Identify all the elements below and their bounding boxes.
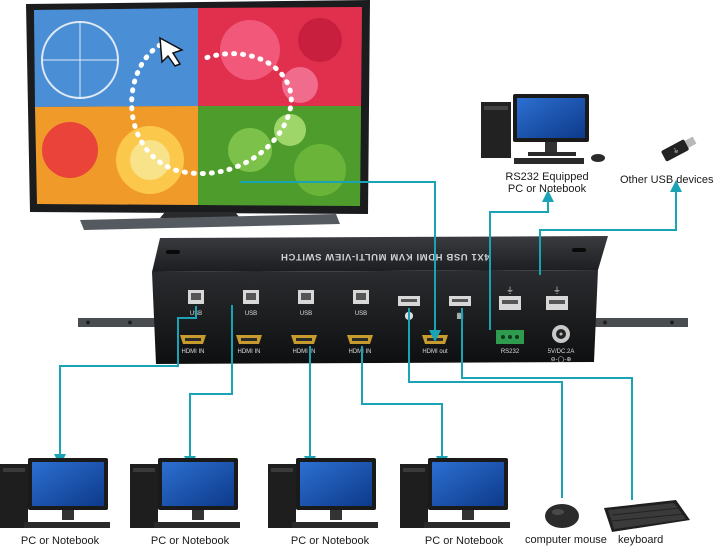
cable-pc1 bbox=[54, 306, 197, 466]
pc-label-1: PC or Notebook bbox=[20, 535, 100, 547]
device-title: 4X1 USB HDMI KVM MULTI-VIEW SWITCH bbox=[280, 251, 489, 262]
hdmi-in-port-1 bbox=[180, 335, 206, 344]
usb-a-port-extra-2 bbox=[546, 296, 568, 310]
kvm-switch-device bbox=[78, 236, 688, 364]
power-label: 5V/DC.2A bbox=[548, 349, 575, 355]
hdmi-in-port-4 bbox=[347, 335, 373, 344]
rs232-label: RS232 bbox=[501, 349, 520, 355]
usb-a-port-extra-1 bbox=[499, 296, 521, 310]
usb-port-label-3: USB bbox=[300, 311, 312, 317]
usb-b-port-4 bbox=[353, 290, 369, 304]
svg-text:⏚: ⏚ bbox=[671, 146, 681, 156]
usb-symbol-icon-2: ⏚ bbox=[553, 286, 561, 295]
tv-quadrant-ferris-wheel bbox=[34, 8, 198, 107]
dc-power-jack bbox=[552, 325, 570, 343]
hdmi-out-port bbox=[422, 335, 448, 344]
cable-keyboard bbox=[461, 308, 633, 500]
cursor-arrow-icon bbox=[159, 36, 184, 67]
computer-mouse-icon bbox=[545, 504, 579, 528]
pc-1 bbox=[0, 458, 110, 528]
other-usb-label: Other USB devices bbox=[620, 174, 714, 186]
pc-label-3: PC or Notebook bbox=[290, 535, 370, 547]
hdmi-in-label-4: HDMI IN bbox=[349, 349, 372, 355]
cable-other-usb bbox=[539, 180, 682, 275]
hdmi-in-label-1: HDMI IN bbox=[182, 349, 205, 355]
rs232-pc-label-line1: RS232 Equipped bbox=[505, 171, 589, 183]
hdmi-out-label: HDMI out bbox=[422, 349, 448, 355]
usb-b-port-3 bbox=[298, 290, 314, 304]
usb-stick-icon: ⏚ bbox=[661, 136, 697, 162]
rs232-pc-label-line2: PC or Notebook bbox=[507, 183, 587, 195]
rs232-pc bbox=[481, 94, 605, 164]
usb-a-port-mouse bbox=[398, 296, 420, 306]
cable-pc4 bbox=[361, 346, 448, 468]
usb-a-port-keyboard bbox=[449, 296, 471, 306]
cable-hdmi-out-to-tv bbox=[240, 181, 441, 342]
mouse-label: computer mouse bbox=[525, 534, 607, 546]
pc-3 bbox=[268, 458, 378, 528]
hdmi-in-port-2 bbox=[236, 335, 262, 344]
usb-port-label-4: USB bbox=[355, 311, 367, 317]
usb-symbol-icon-1: ⏚ bbox=[506, 286, 514, 295]
cables bbox=[54, 180, 682, 500]
left-mounting-bracket bbox=[78, 318, 160, 327]
usb-port-label-2: USB bbox=[245, 311, 257, 317]
hdmi-in-port-3 bbox=[291, 335, 317, 344]
cable-mouse bbox=[408, 308, 563, 498]
cable-rs232 bbox=[489, 190, 554, 330]
pc-2 bbox=[130, 458, 240, 528]
keyboard-label: keyboard bbox=[618, 534, 664, 546]
pc-label-4: PC or Notebook bbox=[424, 535, 504, 547]
rs232-terminal bbox=[496, 330, 524, 344]
usb-b-port-2 bbox=[243, 290, 259, 304]
pc-4 bbox=[400, 458, 510, 528]
cable-pc2 bbox=[184, 305, 233, 468]
pc-label-2: PC or Notebook bbox=[150, 535, 230, 547]
power-polarity-icon: ⊖-◯-⊕ bbox=[551, 356, 572, 363]
keyboard-icon bbox=[604, 500, 690, 532]
tv-monitor bbox=[26, 0, 370, 230]
hdmi-in-label-3: HDMI IN bbox=[293, 349, 316, 355]
hdmi-in-label-2: HDMI IN bbox=[238, 349, 261, 355]
right-mounting-bracket bbox=[590, 318, 688, 327]
usb-b-port-1 bbox=[188, 290, 204, 304]
keyboard-port-symbol-icon: ▦ bbox=[456, 311, 464, 320]
